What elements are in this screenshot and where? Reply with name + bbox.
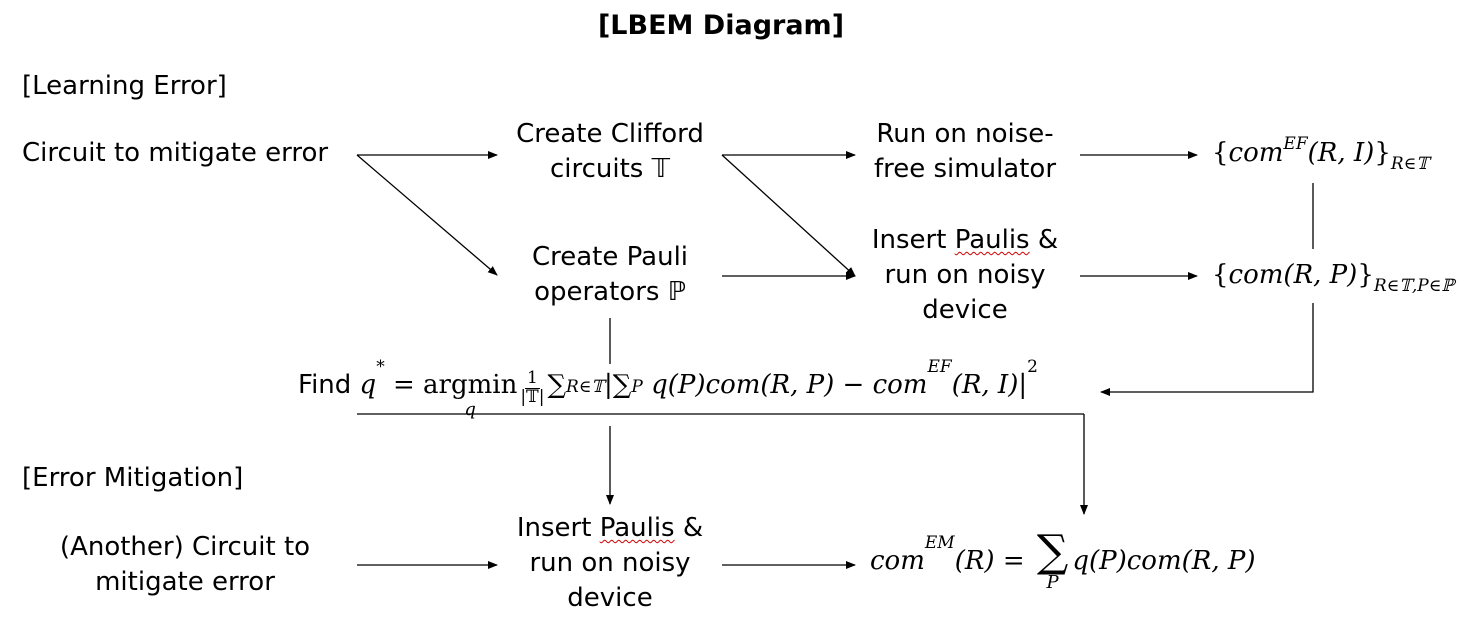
find-body: q(P)com(R, P) − com bbox=[642, 370, 928, 400]
formula-com-em-result: com EM (R) = ∑ P q(P)com(R, P) bbox=[870, 530, 1256, 592]
section-error-mitigation: [Error Mitigation] bbox=[22, 463, 244, 493]
node-noise-free-simulator: Run on noise- free simulator bbox=[840, 117, 1090, 187]
sup-squared: 2 bbox=[1027, 357, 1038, 377]
node-em-insert-paulis-line2: run on noisy bbox=[529, 548, 691, 579]
argmin-sub-q: q bbox=[464, 399, 476, 421]
node-insert-paulis-noisy: Insert Paulis & run on noisy device bbox=[840, 223, 1090, 328]
node-em-insert-paulis-line1: Insert Paulis & bbox=[490, 511, 730, 546]
node-noise-free-simulator-line1: Run on noise- bbox=[876, 119, 1054, 149]
word-find: Find bbox=[298, 370, 360, 400]
big-sum-symbol: ∑ bbox=[1036, 526, 1069, 577]
sup-star: * bbox=[376, 357, 385, 377]
argmin-group: argmin q bbox=[423, 368, 517, 419]
node-create-clifford: Create Clifford circuits 𝕋 bbox=[490, 117, 730, 187]
brace-open: { bbox=[1212, 138, 1229, 168]
sub-r-t-p-p: R∈𝕋,P∈ℙ bbox=[1373, 276, 1455, 296]
formula-find-q-star: Find q * = argmin q 1 |𝕋| ∑ R∈𝕋 |∑ P q(P… bbox=[298, 357, 1038, 419]
big-sum-sub: P bbox=[1046, 572, 1059, 593]
frac-denominator: |𝕋| bbox=[520, 386, 545, 407]
fraction: 1 |𝕋| bbox=[520, 368, 545, 407]
result-rhs: q(P)com(R, P) bbox=[1072, 546, 1256, 576]
equals: = bbox=[384, 370, 424, 400]
word-amp: & bbox=[674, 513, 704, 543]
brace-open: { bbox=[1212, 260, 1229, 290]
node-circuit-to-mitigate: Circuit to mitigate error bbox=[22, 138, 329, 168]
op-argmin: argmin bbox=[423, 370, 518, 400]
node-create-clifford-line2: circuits 𝕋 bbox=[549, 154, 671, 185]
sup-em: EM bbox=[924, 533, 955, 553]
node-another-circuit: (Another) Circuit to mitigate error bbox=[20, 530, 350, 600]
word-insert: Insert bbox=[871, 225, 955, 255]
big-sum: ∑ P bbox=[1037, 530, 1068, 592]
frac-numerator: 1 bbox=[524, 368, 540, 389]
com-term: com bbox=[1228, 138, 1284, 168]
section-learning-error: [Learning Error] bbox=[22, 71, 227, 101]
arrow-clifford-to-noisy bbox=[721, 154, 856, 277]
node-another-circuit-line2: mitigate error bbox=[95, 567, 275, 598]
sum-symbol-outer: ∑ bbox=[547, 370, 566, 400]
brace-close: } bbox=[1357, 260, 1374, 290]
node-create-clifford-line1: Create Clifford bbox=[516, 119, 704, 149]
formula-com-set: {com(R, P)}R∈𝕋,P∈ℙ bbox=[1212, 258, 1455, 296]
node-em-insert-paulis: Insert Paulis & run on noisy device bbox=[490, 511, 730, 616]
var-q: q bbox=[359, 370, 377, 400]
sub-r-in-t: R∈𝕋 bbox=[1390, 154, 1429, 174]
diagram-title: [LBEM Diagram] bbox=[597, 10, 845, 41]
node-create-pauli: Create Pauli operators ℙ bbox=[490, 240, 730, 310]
sum-outer-sub: R∈𝕋 bbox=[566, 377, 605, 397]
args-r-p: (R, P) bbox=[1283, 260, 1358, 290]
brace-close: } bbox=[1374, 138, 1391, 168]
com-term: com bbox=[870, 546, 925, 576]
node-create-pauli-line2: operators ℙ bbox=[534, 277, 686, 308]
arrow-circuit-to-pauli bbox=[356, 154, 498, 276]
node-insert-paulis-line1: Insert Paulis & bbox=[840, 223, 1090, 258]
node-create-pauli-line1: Create Pauli bbox=[531, 242, 689, 272]
arrow-com-to-find bbox=[1100, 303, 1314, 396]
abs-open-sum: |∑ bbox=[604, 370, 632, 400]
com-term: com bbox=[1228, 260, 1284, 290]
args-r-i: (R, I) bbox=[1307, 138, 1375, 168]
word-insert: Insert bbox=[516, 513, 600, 543]
sup-ef: EF bbox=[1283, 134, 1308, 154]
sup-ef: EF bbox=[927, 357, 952, 377]
word-paulis: Paulis bbox=[599, 513, 675, 543]
node-noise-free-simulator-line2: free simulator bbox=[873, 154, 1057, 185]
formula-com-ef-set: {comEF(R, I)}R∈𝕋 bbox=[1212, 134, 1429, 174]
node-insert-paulis-line2: run on noisy bbox=[884, 260, 1046, 291]
sum-inner-sub: P bbox=[631, 377, 643, 397]
find-tail: (R, I)| bbox=[951, 370, 1028, 400]
node-insert-paulis-line3: device bbox=[922, 295, 1008, 326]
word-paulis: Paulis bbox=[954, 225, 1030, 255]
node-em-insert-paulis-line3: device bbox=[567, 583, 653, 614]
word-amp: & bbox=[1029, 225, 1059, 255]
result-lhs: (R) = bbox=[954, 546, 1033, 576]
node-another-circuit-line1: (Another) Circuit to bbox=[59, 532, 311, 562]
